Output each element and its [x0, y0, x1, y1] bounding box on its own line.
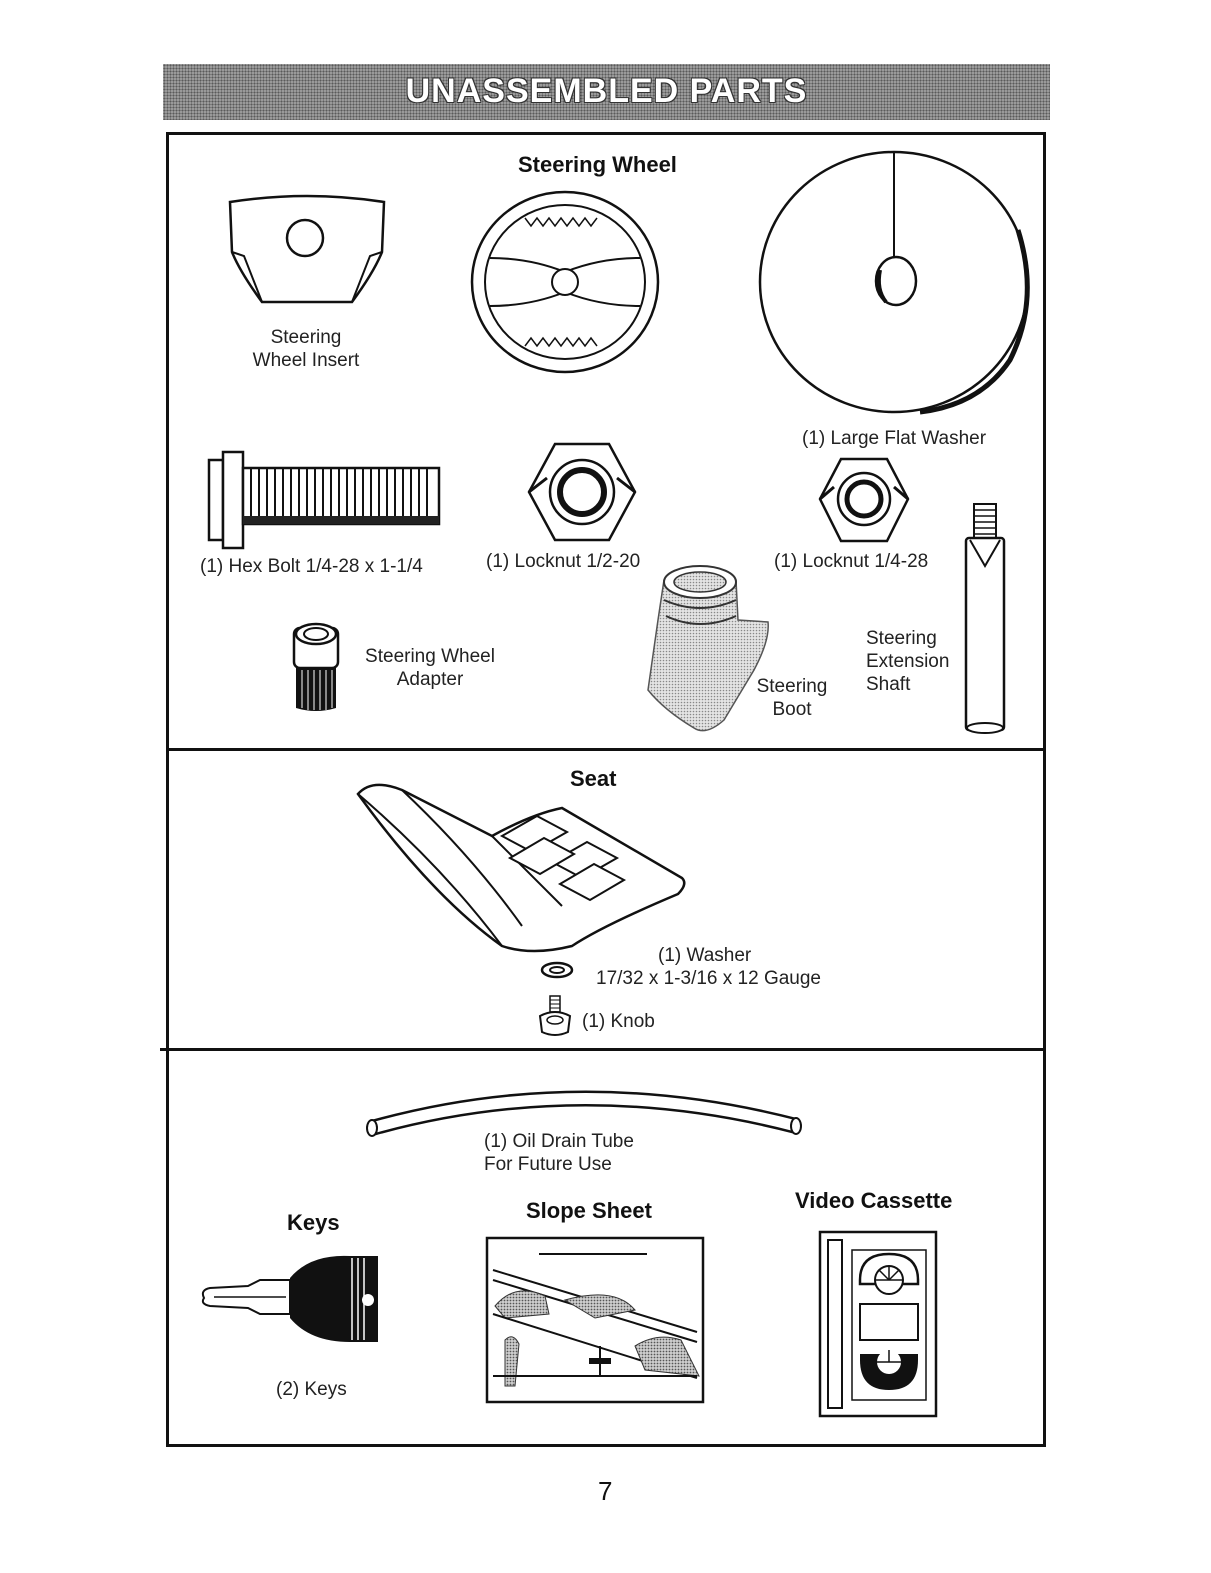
steering-wheel-adapter-label: Steering Wheel Adapter — [360, 645, 500, 691]
shaft-label-line2: Extension — [866, 651, 950, 672]
video-cassette-heading: Video Cassette — [795, 1188, 953, 1213]
oil-tube-label-line1: (1) Oil Drain Tube — [484, 1131, 634, 1152]
slope-sheet-image — [485, 1236, 705, 1404]
steering-wheel-heading: Steering Wheel — [518, 152, 677, 177]
large-flat-washer-label: (1) Large Flat Washer — [802, 428, 987, 449]
insert-label-line2: Wheel Insert — [252, 350, 360, 371]
title-banner: UNASSEMBLED PARTS — [163, 64, 1050, 120]
seat-image — [356, 783, 686, 953]
oil-drain-tube-image — [366, 1090, 802, 1137]
video-cassette-image — [818, 1230, 938, 1418]
hex-bolt-label: (1) Hex Bolt 1/4-28 x 1-1/4 — [200, 556, 423, 577]
steering-wheel-image — [470, 190, 660, 374]
locknut-large-image — [527, 442, 637, 542]
section-divider-1 — [166, 748, 1046, 751]
large-flat-washer-image — [758, 150, 1030, 415]
steering-wheel-insert-label: Steering Wheel Insert — [244, 326, 368, 372]
seat-heading: Seat — [570, 766, 617, 791]
locknut-large-label: (1) Locknut 1/2-20 — [486, 551, 641, 572]
section-divider-2 — [160, 1048, 1046, 1051]
steering-wheel-insert-image — [228, 194, 386, 304]
page-number: 7 — [598, 1476, 613, 1506]
knob-label: (1) Knob — [582, 1011, 655, 1032]
shaft-label-line1: Steering — [866, 628, 937, 649]
steering-boot-label: Steering Boot — [752, 675, 832, 721]
oil-drain-tube-label: (1) Oil Drain Tube For Future Use — [484, 1130, 634, 1176]
knob-image — [538, 995, 572, 1036]
slope-sheet-heading: Slope Sheet — [526, 1198, 652, 1223]
parts-frame — [166, 132, 1046, 1447]
insert-label-line1: Steering — [270, 327, 342, 348]
steering-wheel-adapter-image — [292, 622, 340, 711]
steering-extension-shaft-image — [964, 503, 1006, 734]
locknut-small-label: (1) Locknut 1/4-28 — [774, 551, 929, 572]
washer-image — [540, 961, 574, 979]
washer-label-line1: (1) Washer — [658, 945, 752, 966]
steering-extension-shaft-label: Steering Extension Shaft — [866, 627, 949, 696]
washer-label-line2: 17/32 x 1-3/16 x 12 Gauge — [596, 968, 821, 989]
oil-tube-label-line2: For Future Use — [484, 1154, 612, 1175]
locknut-small-image — [818, 457, 910, 543]
adapter-label-line1: Steering Wheel — [365, 646, 495, 667]
page-title: UNASSEMBLED PARTS — [405, 72, 808, 110]
boot-label-line2: Boot — [772, 699, 812, 720]
hex-bolt-image — [207, 450, 441, 550]
boot-label-line1: Steering — [756, 676, 828, 697]
shaft-label-line3: Shaft — [866, 674, 911, 695]
keys-image — [201, 1255, 378, 1342]
steering-boot-image — [647, 565, 769, 732]
adapter-label-line2: Adapter — [396, 669, 464, 690]
washer-label: (1) Washer 17/32 x 1-3/16 x 12 Gauge — [596, 944, 836, 990]
keys-label: (2) Keys — [276, 1379, 347, 1400]
keys-heading: Keys — [287, 1210, 340, 1235]
